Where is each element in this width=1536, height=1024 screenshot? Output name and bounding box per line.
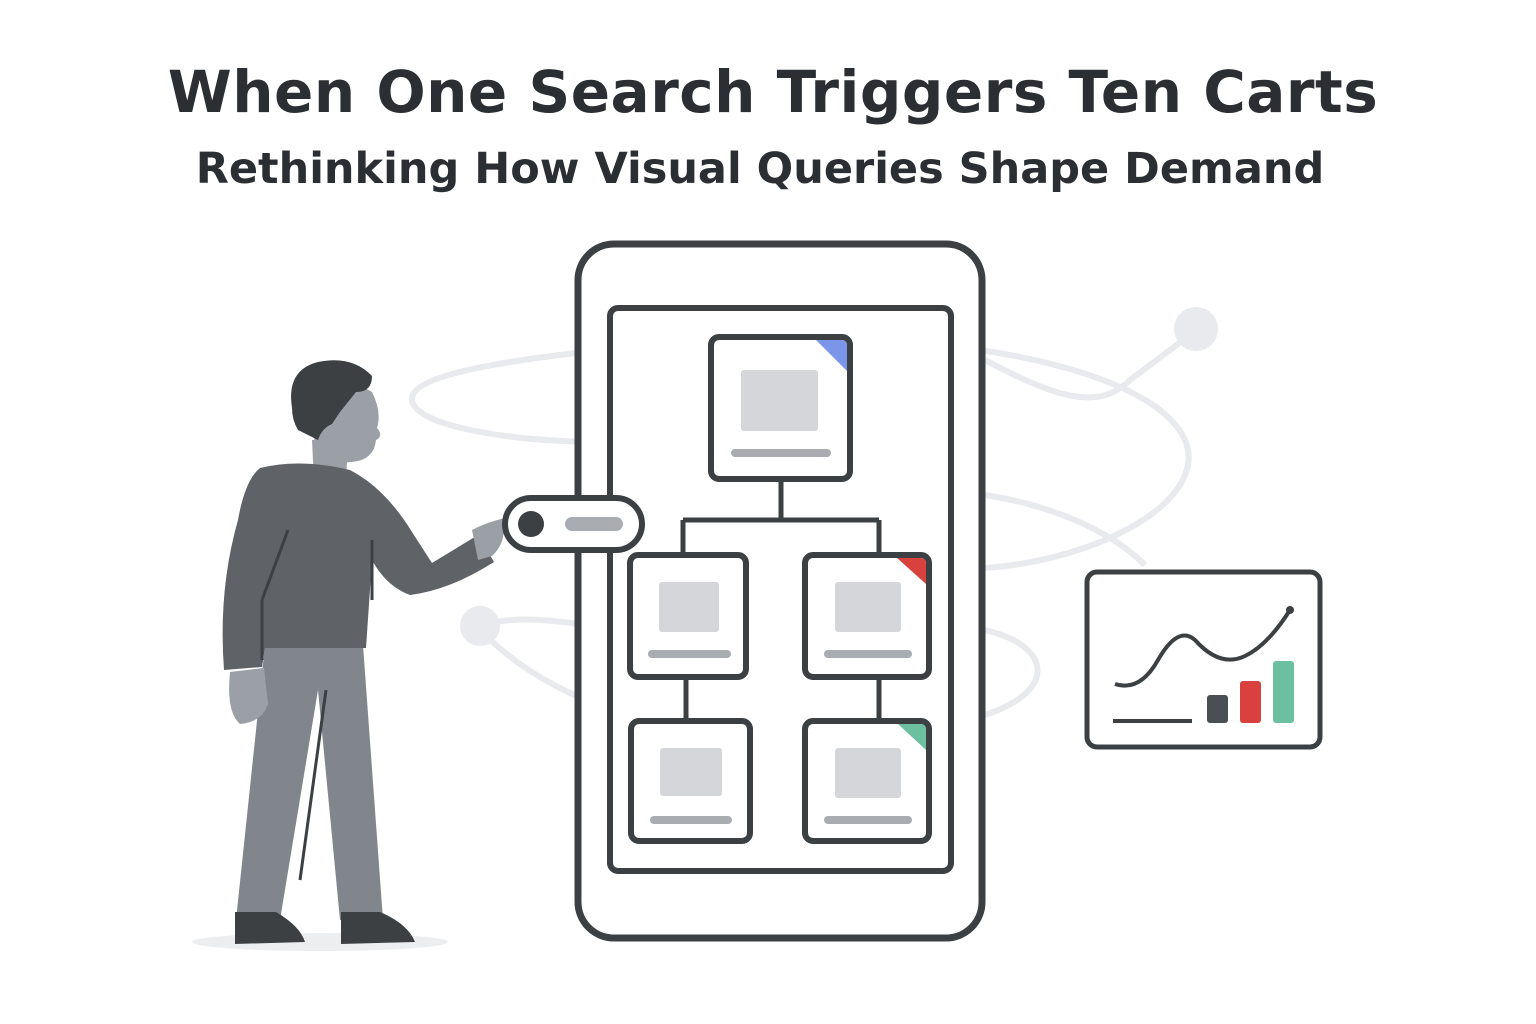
corner-tag [897, 558, 926, 584]
trend-line-end [1286, 606, 1294, 614]
corner-tag [898, 724, 926, 750]
person-hair [291, 360, 372, 440]
person-shoe [235, 912, 305, 944]
trend-bar-green [1273, 661, 1294, 723]
trend-bar-red [1240, 681, 1261, 723]
page-title: When One Search Triggers Ten Carts [167, 58, 1379, 126]
product-card[interactable] [802, 718, 932, 844]
trend-chart-icon [1084, 569, 1323, 750]
person-legs [236, 645, 383, 920]
search-pill-knob [518, 511, 544, 537]
trend-bars [1207, 661, 1294, 723]
trend-bar-dark [1207, 695, 1228, 723]
person-hand [472, 515, 527, 560]
product-card[interactable] [627, 552, 749, 680]
orbit-node [1174, 307, 1218, 351]
person-shoe [341, 912, 415, 944]
product-card[interactable] [628, 718, 753, 844]
person-torso [222, 463, 494, 670]
tree-connectors [680, 479, 882, 721]
page-subtitle: Rethinking How Visual Queries Shape Dema… [195, 144, 1325, 194]
product-card[interactable] [802, 552, 932, 680]
trend-line [1114, 608, 1292, 688]
product-card[interactable] [708, 334, 853, 482]
person-illustration [222, 360, 527, 944]
search-pill-icon[interactable] [502, 495, 645, 553]
corner-tag [816, 340, 847, 371]
orbit-node [460, 606, 500, 646]
